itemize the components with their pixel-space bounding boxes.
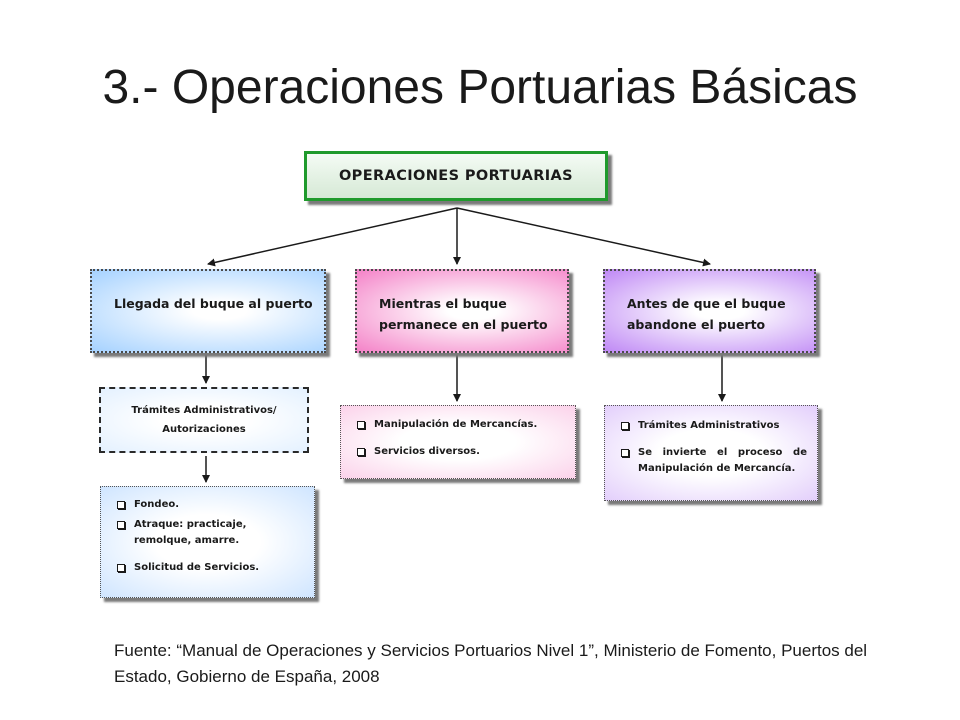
checkbox-bullet-icon (117, 501, 125, 509)
node-arrival-label: Llegada del buque al puerto (114, 296, 313, 311)
list-item-text: Servicios diversos. (374, 446, 480, 457)
list-item: Solicitud de Servicios. (115, 560, 314, 576)
checkbox-bullet-icon (621, 422, 629, 430)
list-departure-operations: Trámites Administrativos Se invierte el … (604, 405, 818, 501)
list-item-text: Atraque: practicaje, remolque, amarre. (134, 519, 247, 546)
root-node: OPERACIONES PORTUARIAS (304, 151, 608, 201)
node-stay-label: Mientras el buque permanece en el puerto (379, 296, 548, 332)
node-stay: Mientras el buque permanece en el puerto (355, 269, 569, 353)
checkbox-bullet-icon (357, 421, 365, 429)
checkbox-bullet-icon (117, 564, 125, 572)
list-item: Servicios diversos. (355, 444, 575, 460)
source-citation: Fuente: “Manual de Operaciones y Servici… (114, 641, 868, 686)
list-item: Trámites Administrativos (619, 418, 807, 434)
checkbox-bullet-icon (357, 448, 365, 456)
node-departure-label: Antes de que el buque abandone el puerto (627, 296, 786, 332)
arrow-root-to-arrival (207, 207, 458, 267)
list-item: Atraque: practicaje, remolque, amarre. (115, 517, 314, 549)
list-item: Manipulación de Mercancías. (355, 417, 575, 433)
checkbox-bullet-icon (117, 521, 125, 529)
list-item-text: Solicitud de Servicios. (134, 562, 260, 573)
list-item: Se invierte el proceso de Manipulación d… (619, 445, 807, 477)
checkbox-bullet-icon (621, 449, 629, 457)
list-item-text: Fondeo. (134, 499, 180, 510)
slide-title: 3.- Operaciones Portuarias Básicas (102, 61, 858, 114)
list-item: Fondeo. (115, 497, 314, 513)
arrow-root-to-departure (456, 207, 711, 267)
list-stay-operations: Manipulación de Mercancías. Servicios di… (340, 405, 576, 479)
list-arrival-operations: Fondeo. Atraque: practicaje, remolque, a… (100, 486, 315, 598)
node-departure: Antes de que el buque abandone el puerto (603, 269, 816, 353)
list-item-text: Manipulación de Mercancías. (374, 419, 538, 430)
node-arrival: Llegada del buque al puerto (90, 269, 326, 353)
list-item-text: Trámites Administrativos (638, 420, 780, 431)
list-item-text: Se invierte el proceso de Manipulación d… (638, 447, 807, 474)
node-admin-procedures-label: Trámites Administrativos/ Autorizaciones (131, 405, 277, 435)
node-admin-procedures: Trámites Administrativos/ Autorizaciones (99, 387, 309, 453)
